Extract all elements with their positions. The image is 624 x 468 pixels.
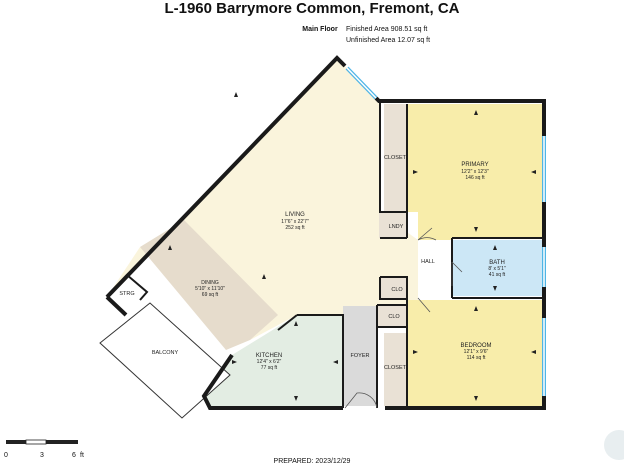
scale-unit: ft	[80, 452, 84, 459]
kitchen-dims: 12'4" x 6'2"	[257, 359, 282, 365]
unfinished-area: Unfinished Area 12.07 sq ft	[346, 37, 431, 44]
bedroom-label: BEDROOM	[460, 343, 491, 349]
living-area: 252 sq ft	[285, 225, 305, 231]
scale-bar	[6, 439, 78, 445]
dining-area[interactable]	[140, 220, 278, 350]
dining-dims: 5'10" x 11'10"	[195, 286, 225, 292]
closet-primary-label: CLOSET	[384, 155, 407, 161]
foyer-label: FOYER	[351, 353, 370, 359]
exterior-walls	[105, 55, 546, 410]
laundry[interactable]	[379, 212, 407, 238]
dimension-markers	[168, 92, 536, 401]
living-room[interactable]	[107, 58, 418, 340]
living-label: LIVING	[285, 212, 305, 218]
bedroom-area: 114 sq ft	[467, 355, 486, 361]
prepared-date: PREPARED: 2023/12/29	[273, 458, 351, 465]
clo-2[interactable]	[377, 305, 407, 327]
balcony-label: BALCONY	[152, 350, 179, 356]
scale-tick-3: 3	[40, 452, 44, 459]
dining-area: 69 sq ft	[202, 292, 219, 298]
window-glass	[346, 67, 545, 396]
primary-label: PRIMARY	[461, 162, 488, 168]
scale-tick-0: 0	[4, 452, 8, 459]
clo-2-label: CLO	[388, 314, 400, 320]
balcony[interactable]	[99, 302, 231, 419]
closet-bedroom-label: CLOSET	[384, 365, 407, 371]
bath[interactable]	[452, 240, 542, 296]
finished-area: Finished Area 908.51 sq ft	[346, 26, 428, 33]
kitchen[interactable]	[204, 315, 343, 406]
bedroom-dims: 12'1" x 9'6"	[464, 349, 489, 355]
bath-label: BATH	[489, 260, 505, 266]
scale-tick-6: 6	[72, 452, 76, 459]
laundry-label: LNDY	[389, 224, 404, 230]
bath-area: 41 sq ft	[489, 272, 506, 278]
compass-icon	[604, 430, 624, 460]
interior-walls	[106, 101, 544, 408]
bedroom[interactable]	[407, 300, 542, 406]
primary-dims: 12'2" x 12'3"	[461, 169, 489, 175]
floor-name: Main Floor	[302, 26, 338, 33]
storage-label: STRG	[119, 291, 134, 297]
clo-1-label: CLO	[391, 287, 403, 293]
kitchen-area: 77 sq ft	[261, 365, 278, 371]
doors	[344, 227, 463, 409]
closet-bedroom[interactable]	[384, 333, 407, 406]
clo-1[interactable]	[379, 277, 407, 299]
primary-bedroom[interactable]	[407, 104, 542, 240]
foyer[interactable]	[343, 306, 377, 406]
living-dims: 17'6" x 22'7"	[281, 219, 309, 225]
hall-label: HALL	[421, 259, 435, 265]
plan-title: L-1960 Barrymore Common, Fremont, CA	[164, 0, 460, 17]
primary-area: 146 sq ft	[465, 175, 485, 181]
bath-dims: 8' x 5'1"	[488, 266, 506, 272]
kitchen-label: KITCHEN	[256, 353, 282, 359]
dining-label: DINING	[201, 280, 219, 286]
closet-primary[interactable]	[384, 104, 407, 212]
